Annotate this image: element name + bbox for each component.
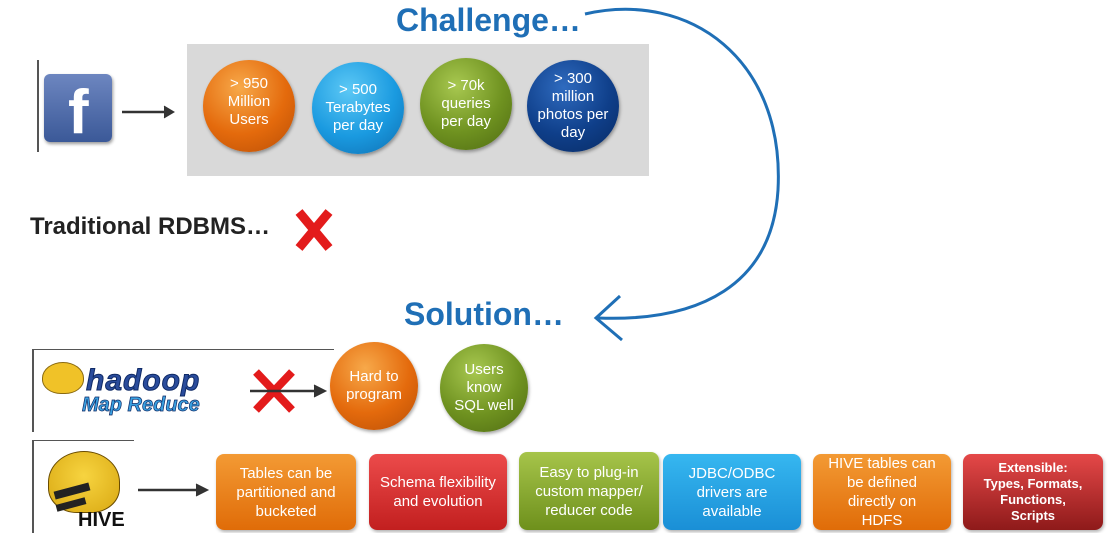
feature-hdfs-box: HIVE tables can be defined directly on H… (813, 454, 951, 530)
curved-arrow (584, 8, 780, 342)
solution-heading: Solution… (404, 296, 564, 332)
hadoop-logo-text: hadoop (85, 364, 201, 398)
hadoop-mapreduce-logo: hadoop Map Reduce (32, 349, 334, 432)
stat-queries-circle: > 70k queries per day (420, 58, 512, 150)
stat-terabytes-circle: > 500 Terabytes per day (312, 62, 404, 154)
feature-partitioned-box: Tables can be partitioned and bucketed (216, 454, 356, 530)
arrow-facebook-to-stats (122, 105, 175, 119)
stat-photos-circle: > 300 million photos per day (527, 60, 619, 152)
stat-users-circle: > 950 Million Users (203, 60, 295, 152)
mapreduce-logo-text: Map Reduce (82, 394, 201, 417)
hadoop-arrow-with-cross (250, 369, 328, 413)
rdbms-cross-icon (295, 209, 333, 251)
rdbms-label: Traditional RDBMS… (30, 213, 271, 240)
facebook-f-icon: f (68, 78, 89, 147)
challenge-heading: Challenge… (396, 2, 581, 38)
hadoop-elephant-icon (42, 362, 84, 394)
feature-jdbc-box: JDBC/ODBC drivers are available (663, 454, 801, 530)
facebook-logo: f (37, 60, 115, 152)
feature-extensible-box: Extensible: Types, Formats, Functions, S… (963, 454, 1103, 530)
feature-schema-box: Schema flexibility and evolution (369, 454, 507, 530)
hive-logo: HIVE (32, 440, 134, 533)
issue-hard-to-program-circle: Hard to program (330, 342, 418, 430)
arrow-hive-to-features (138, 483, 210, 497)
hive-logo-text: HIVE (78, 509, 125, 531)
issue-users-know-sql-circle: Users know SQL well (440, 344, 528, 432)
feature-plugin-box: Easy to plug-in custom mapper/ reducer c… (519, 452, 659, 530)
